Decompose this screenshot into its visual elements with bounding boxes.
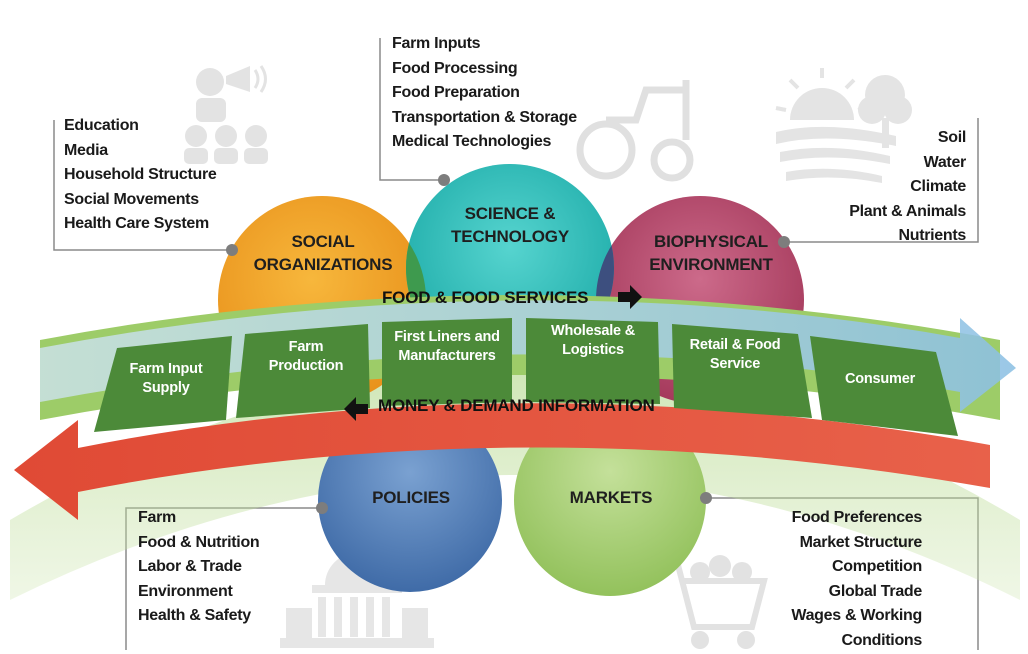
left-arrow-icon [344, 397, 368, 421]
list-item: Social Movements [64, 190, 199, 208]
science-technology-list: Farm Inputs Food Processing Food Prepara… [392, 32, 577, 155]
segment-label-line: Logistics [562, 342, 624, 358]
list-item: Media [64, 141, 108, 159]
segment-wholesale-logistics: Wholesale & Logistics [528, 322, 658, 360]
list-item: Global Trade [828, 582, 923, 600]
segment-shape-4 [526, 318, 660, 404]
list-item: Food Processing [392, 59, 518, 77]
tractor-icon [576, 80, 694, 182]
list-item: Climate [910, 178, 966, 195]
right-arrow-icon [618, 285, 642, 309]
list-item: Nutrients [898, 227, 966, 244]
speaker-audience-icon [184, 65, 268, 164]
list-item: Household Structure [64, 166, 217, 183]
segment-label-line: Consumer [844, 371, 916, 387]
list-item: Food & Nutrition [138, 533, 260, 551]
science-technology-label: SCIENCE & TECHNOLOGY [440, 202, 580, 248]
segment-shape-3 [382, 318, 512, 406]
list-item: Environment [138, 582, 233, 600]
list-item: Farm [138, 509, 176, 526]
segment-consumer: Consumer [820, 370, 940, 389]
list-item: Conditions [841, 631, 922, 649]
social-organizations-label: SOCIAL ORGANIZATIONS [248, 230, 398, 276]
policies-list: Farm Food & Nutrition Labor & Trade Envi… [138, 506, 260, 629]
list-item: Food Preparation [392, 84, 520, 101]
list-item: Health & Safety [138, 607, 251, 624]
sun-field-tree-icon [775, 68, 912, 183]
list-item: Farm Inputs [392, 35, 481, 52]
social-organizations-list: Education Media Household Structure Soci… [64, 114, 217, 237]
list-item: Plant & Animals [849, 202, 966, 220]
segment-label-line: Farm [288, 339, 324, 355]
list-item: Transportation & Storage [392, 108, 577, 126]
list-item: Wages & Working [791, 607, 922, 624]
segment-farm-input-supply: Farm Input Supply [108, 360, 224, 398]
list-item: Soil [937, 129, 966, 146]
segment-label-line: Supply [142, 380, 190, 396]
supply-chain-segments [94, 318, 958, 436]
food-services-label: FOOD & FOOD SERVICES [382, 288, 589, 307]
segment-shape-1 [94, 336, 232, 432]
list-item: Medical Technologies [392, 133, 552, 150]
biophysical-environment-label: BIOPHYSICAL ENVIRONMENT [636, 230, 786, 276]
segment-shape-5 [672, 324, 812, 418]
circle-label-line: SOCIAL [291, 232, 355, 251]
money-demand-label: MONEY & DEMAND INFORMATION [378, 396, 655, 415]
biophysical-environment-list: Soil Water Climate Plant & Animals Nutri… [849, 126, 966, 249]
circle-label-line: ORGANIZATIONS [253, 255, 393, 274]
list-item: Education [64, 117, 139, 134]
segment-label-line: Production [268, 358, 344, 374]
segment-label-line: Farm Input [129, 361, 203, 377]
list-item: Water [923, 153, 967, 171]
segment-label-line: Wholesale & [550, 323, 635, 339]
markets-list: Food Preferences Market Structure Compet… [791, 506, 922, 653]
segment-retail-food-service: Retail & Food Service [672, 336, 798, 374]
segment-farm-production: Farm Production [246, 338, 366, 376]
segment-label-line: Manufacturers [398, 348, 496, 364]
circle-label-line: SCIENCE & [464, 204, 556, 223]
money-demand-arrow [14, 403, 990, 520]
circle-label-line: TECHNOLOGY [451, 227, 569, 246]
list-item: Labor & Trade [138, 558, 242, 575]
list-item: Competition [831, 558, 922, 575]
segment-label-line: Service [709, 356, 761, 372]
segment-shape-6 [810, 336, 958, 436]
segment-label-line: Retail & Food [689, 337, 781, 353]
segment-label-line: First Liners and [394, 329, 500, 345]
list-item: Food Preferences [791, 509, 923, 526]
segment-shape-2 [236, 324, 370, 418]
policies-label: POLICIES [372, 488, 450, 507]
markets-label: MARKETS [569, 488, 653, 507]
segment-first-liners-manufacturers: First Liners and Manufacturers [384, 328, 510, 366]
food-services-arrow [40, 300, 1016, 412]
circle-label-line: BIOPHYSICAL [654, 232, 768, 251]
list-item: Market Structure [799, 533, 923, 551]
list-item: Health Care System [64, 215, 209, 232]
circle-label-line: ENVIRONMENT [649, 255, 773, 274]
